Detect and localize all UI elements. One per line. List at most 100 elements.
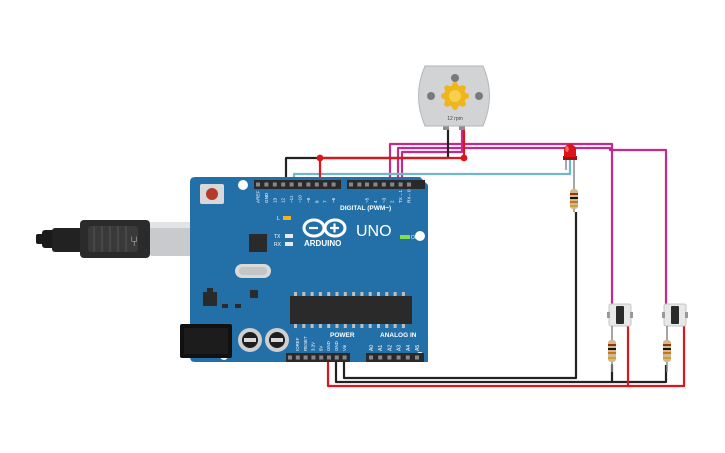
- power-pin-label: 5V: [318, 346, 323, 351]
- usb-icon: ⑂: [130, 234, 138, 250]
- digital-pin-label: AREF: [256, 191, 261, 203]
- header-pin-hole[interactable]: [334, 355, 339, 360]
- header-pin-hole[interactable]: [342, 355, 347, 360]
- pushbutton-2[interactable]: [662, 303, 688, 327]
- analog-pin-label: A4: [406, 345, 412, 351]
- wire-junction: [460, 154, 468, 162]
- wire-magenta-pin2[interactable]: [400, 128, 464, 185]
- header-pin-hole[interactable]: [298, 182, 302, 187]
- header-pin-hole[interactable]: [365, 182, 369, 187]
- button1-resistor[interactable]: [608, 326, 616, 372]
- on-label: ON: [411, 235, 419, 241]
- header-pin-hole[interactable]: [264, 182, 269, 187]
- header-pin-hole[interactable]: [369, 355, 373, 360]
- onboard-leds: L TX RX: [274, 216, 293, 248]
- power-label: POWER: [330, 332, 355, 339]
- analog-pin-label: A2: [387, 345, 393, 351]
- red-led[interactable]: [563, 144, 577, 185]
- header-pin-hole[interactable]: [256, 182, 260, 187]
- digital-pin-label: RX←0: [407, 189, 412, 203]
- header-pin-hole[interactable]: [319, 355, 324, 360]
- header-pin-hole[interactable]: [387, 355, 392, 360]
- header-pin-hole[interactable]: [373, 182, 378, 187]
- reset-button[interactable]: [200, 184, 224, 204]
- header-pin-hole[interactable]: [398, 182, 403, 187]
- digital-pin-label: ~11: [289, 195, 294, 203]
- header-pin-hole[interactable]: [303, 355, 308, 360]
- power-pin-label: RESET: [303, 336, 308, 351]
- header-pin-hole[interactable]: [281, 182, 286, 187]
- analog-pin-label: A0: [369, 345, 375, 351]
- digital-pin-label: TX→1: [398, 190, 403, 203]
- led-tx-label: TX: [274, 234, 281, 240]
- header-pin-hole[interactable]: [331, 182, 336, 187]
- digital-pin-label: ~10: [298, 195, 303, 203]
- digital-pin-label: 8: [314, 200, 319, 203]
- dc-motor[interactable]: 12 rpm: [418, 65, 490, 130]
- motor-shaft-gear-icon: [441, 82, 469, 110]
- header-pin-hole[interactable]: [390, 182, 395, 187]
- motor-speed-label: 12 rpm: [447, 116, 463, 122]
- crystal-oscillator: [235, 264, 271, 278]
- digital-header: [254, 180, 425, 189]
- wire-red-pin10-to-motor[interactable]: [318, 128, 466, 185]
- led-l-label: L: [277, 216, 280, 222]
- header-pin-hole[interactable]: [289, 182, 294, 187]
- header-pin-hole[interactable]: [405, 355, 410, 360]
- header-pin-hole[interactable]: [327, 355, 331, 360]
- header-pin-hole[interactable]: [396, 355, 401, 360]
- wire-magenta-pin4-to-button1[interactable]: [388, 142, 614, 305]
- digital-pin-label: 4: [373, 200, 378, 203]
- header-pin-hole[interactable]: [378, 355, 383, 360]
- wire-magenta-pin3-to-button2[interactable]: [396, 146, 668, 305]
- pushbutton-1[interactable]: [607, 303, 633, 327]
- header-pin-hole[interactable]: [314, 182, 319, 187]
- header-pin-hole[interactable]: [381, 182, 386, 187]
- power-pin-label: 3.3V: [311, 342, 316, 351]
- wire-black-gnd-to-motor[interactable]: [284, 128, 450, 185]
- analog-pin-label: A5: [415, 345, 421, 351]
- header-pin-hole[interactable]: [407, 182, 411, 187]
- brand-label: ARDUINO: [304, 239, 341, 248]
- digital-pin-label: ~5: [365, 197, 370, 203]
- header-pin-hole[interactable]: [311, 355, 316, 360]
- header-pin-hole[interactable]: [415, 355, 419, 360]
- analog-pin-label: A3: [397, 345, 403, 351]
- power-header: [286, 353, 424, 362]
- header-pin-hole[interactable]: [349, 182, 353, 187]
- atmega-chip: [290, 292, 412, 328]
- analog-label: ANALOG IN: [380, 332, 417, 339]
- digital-pin-label: 12: [281, 197, 286, 203]
- header-pin-hole[interactable]: [288, 355, 292, 360]
- power-jack[interactable]: [180, 324, 232, 358]
- arduino-logo: [302, 218, 347, 238]
- usb-cable[interactable]: ⑂: [36, 220, 192, 258]
- digital-pin-label: 2: [390, 200, 395, 203]
- led-resistor[interactable]: [570, 185, 578, 212]
- analog-pin-label: A1: [378, 345, 384, 351]
- digital-pin-label: GND: [264, 192, 269, 203]
- header-pin-hole[interactable]: [323, 182, 328, 187]
- button2-resistor[interactable]: [663, 326, 671, 372]
- header-pin-hole[interactable]: [306, 182, 311, 187]
- wire-junction: [316, 154, 324, 162]
- power-pin-label: GND: [326, 341, 331, 351]
- header-pin-hole[interactable]: [357, 182, 362, 187]
- led-rx-label: RX: [274, 242, 282, 248]
- header-pin-hole[interactable]: [295, 355, 300, 360]
- digital-pin-label: ~6: [331, 197, 336, 203]
- power-pin-label: Vin: [342, 344, 347, 351]
- power-pin-label: IOREF: [295, 337, 300, 351]
- digital-pin-label: 13: [272, 197, 277, 203]
- wire-black-gnd-bottom[interactable]: [342, 212, 578, 380]
- header-pin-hole[interactable]: [272, 182, 277, 187]
- digital-pin-label: 7: [323, 200, 328, 203]
- digital-pin-label: ~9: [306, 197, 311, 203]
- capacitors: [238, 328, 289, 352]
- model-label: UNO: [356, 223, 392, 240]
